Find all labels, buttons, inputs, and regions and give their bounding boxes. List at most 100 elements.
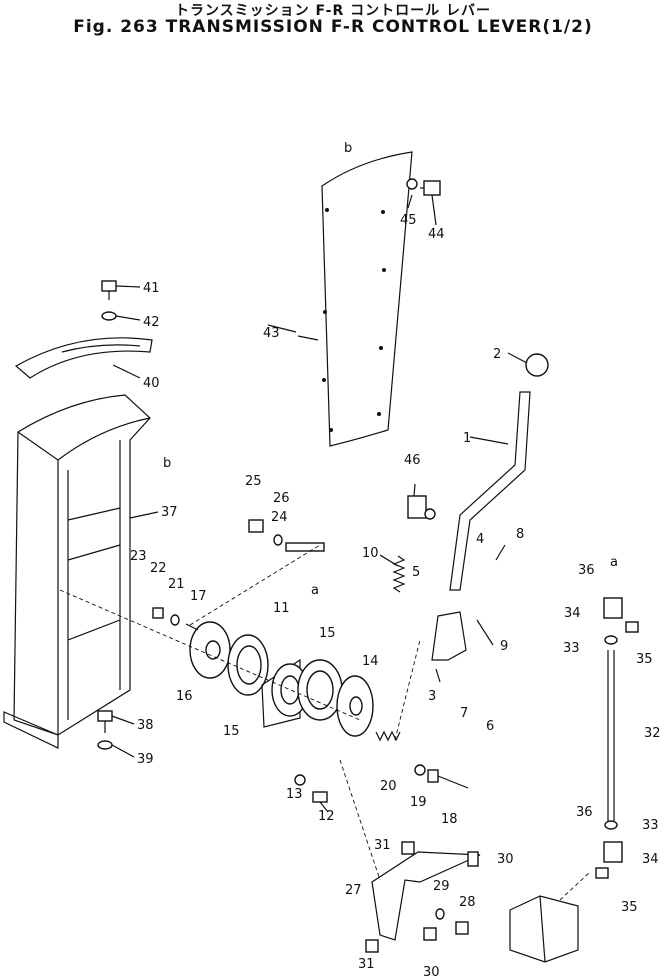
- part-10-spring: [392, 555, 406, 593]
- callout-28: 28: [459, 895, 476, 910]
- leader-lines: [111, 194, 528, 758]
- part-40-indicator-plate: [14, 337, 153, 379]
- part-11-bracket: [261, 658, 309, 728]
- part-17-pin: [185, 623, 199, 631]
- callout-35-bottom: 35: [621, 900, 638, 915]
- callout-15-left: 15: [223, 724, 240, 739]
- part-38-bolt: [97, 710, 113, 733]
- assembly-center-lines: [59, 544, 591, 901]
- callout-2: 2: [493, 347, 501, 362]
- callout-31-bottom: 31: [358, 957, 375, 972]
- title-japanese: トランスミッション F-R コントロール レバー: [174, 3, 492, 19]
- ref-a-left: a: [311, 583, 319, 598]
- callout-46: 46: [404, 453, 421, 468]
- callout-26: 26: [273, 491, 290, 506]
- part-46-switch: [407, 495, 436, 520]
- callout-27: 27: [345, 883, 362, 898]
- callout-40: 40: [143, 376, 160, 391]
- callout-9: 9: [500, 639, 508, 654]
- callout-23: 23: [130, 549, 147, 564]
- callout-25: 25: [245, 474, 262, 489]
- callout-1: 1: [463, 431, 471, 446]
- part-43-cover-panel: [321, 151, 413, 447]
- part-21-washer: [170, 614, 180, 626]
- callout-14: 14: [362, 654, 379, 669]
- part-27-bracket: [371, 851, 481, 941]
- callout-41: 41: [143, 281, 160, 296]
- callout-16: 16: [176, 689, 193, 704]
- callout-36-top: 36: [578, 563, 595, 578]
- part-20-spring: [375, 730, 401, 742]
- part-12-bolt: [312, 791, 329, 813]
- part-15-friction-disc-b: [297, 659, 343, 721]
- part-33-nut-b: [604, 820, 618, 830]
- callout-37: 37: [161, 505, 178, 520]
- ref-b-top: b: [344, 141, 352, 156]
- part-35-pin: [625, 621, 639, 633]
- part-25-bolt: [248, 519, 264, 533]
- callout-44: 44: [428, 227, 445, 242]
- part-44-bolt: [420, 180, 441, 196]
- callout-36-bottom: 36: [576, 805, 593, 820]
- part-30-bolt-b: [423, 927, 437, 941]
- callout-3: 3: [428, 689, 436, 704]
- part-1-shift-lever: [449, 391, 531, 591]
- callout-6: 6: [486, 719, 494, 734]
- part-37-console-frame: [3, 394, 151, 749]
- part-32-rod: [607, 650, 615, 822]
- part-2-knob: [525, 353, 549, 377]
- part-19-washer: [414, 764, 426, 776]
- callout-32: 32: [644, 726, 661, 741]
- part-26-washer: [273, 534, 283, 546]
- part-34-clevis-b: [603, 841, 623, 863]
- callout-33-bottom: 33: [642, 818, 659, 833]
- callout-38: 38: [137, 718, 154, 733]
- callout-5: 5: [412, 565, 420, 580]
- part-3-lever-bracket: [431, 611, 467, 661]
- part-18-bolt: [427, 769, 469, 789]
- callout-31-top: 31: [374, 838, 391, 853]
- callout-39: 39: [137, 752, 154, 767]
- callout-19: 19: [410, 795, 427, 810]
- part-45-washer: [406, 178, 418, 190]
- part-24-pin: [285, 542, 325, 552]
- callout-30-bottom: 30: [423, 965, 440, 978]
- callout-8: 8: [516, 527, 524, 542]
- part-31-nut: [401, 841, 415, 855]
- callout-22: 22: [150, 561, 167, 576]
- part-39-washer: [97, 740, 113, 750]
- callout-29: 29: [433, 879, 450, 894]
- part-41-screw: [101, 280, 117, 300]
- figure-title: Fig. 263 TRANSMISSION F-R CONTROL LEVER(…: [73, 17, 593, 37]
- callout-30-top: 30: [497, 852, 514, 867]
- part-42-washer: [101, 311, 117, 321]
- part-34-clevis: [603, 597, 623, 619]
- callout-35-top: 35: [636, 652, 653, 667]
- part-33-nut: [604, 635, 618, 645]
- valve-block: [509, 895, 579, 963]
- part-14-plate: [336, 675, 374, 737]
- part-30-bolt: [467, 851, 479, 867]
- callout-15-right: 15: [319, 626, 336, 641]
- callout-34-top: 34: [564, 606, 581, 621]
- part-31-nut-b: [365, 939, 379, 953]
- callout-34-bottom: 34: [642, 852, 659, 867]
- callout-4: 4: [476, 532, 484, 547]
- callout-10: 10: [362, 546, 379, 561]
- part-29-washer: [435, 908, 445, 920]
- part-35-pin-b: [595, 867, 609, 879]
- callout-12: 12: [318, 809, 335, 824]
- callout-18: 18: [441, 812, 458, 827]
- callout-11: 11: [273, 601, 290, 616]
- callout-20: 20: [380, 779, 397, 794]
- callout-7: 7: [460, 706, 468, 721]
- part-16-plate: [189, 621, 231, 679]
- part-22-nut: [152, 607, 164, 619]
- part-28-bolt: [455, 921, 469, 935]
- callout-17: 17: [190, 589, 207, 604]
- callout-42: 42: [143, 315, 160, 330]
- callout-24: 24: [271, 510, 288, 525]
- callout-33-top: 33: [563, 641, 580, 656]
- callout-45: 45: [400, 213, 417, 228]
